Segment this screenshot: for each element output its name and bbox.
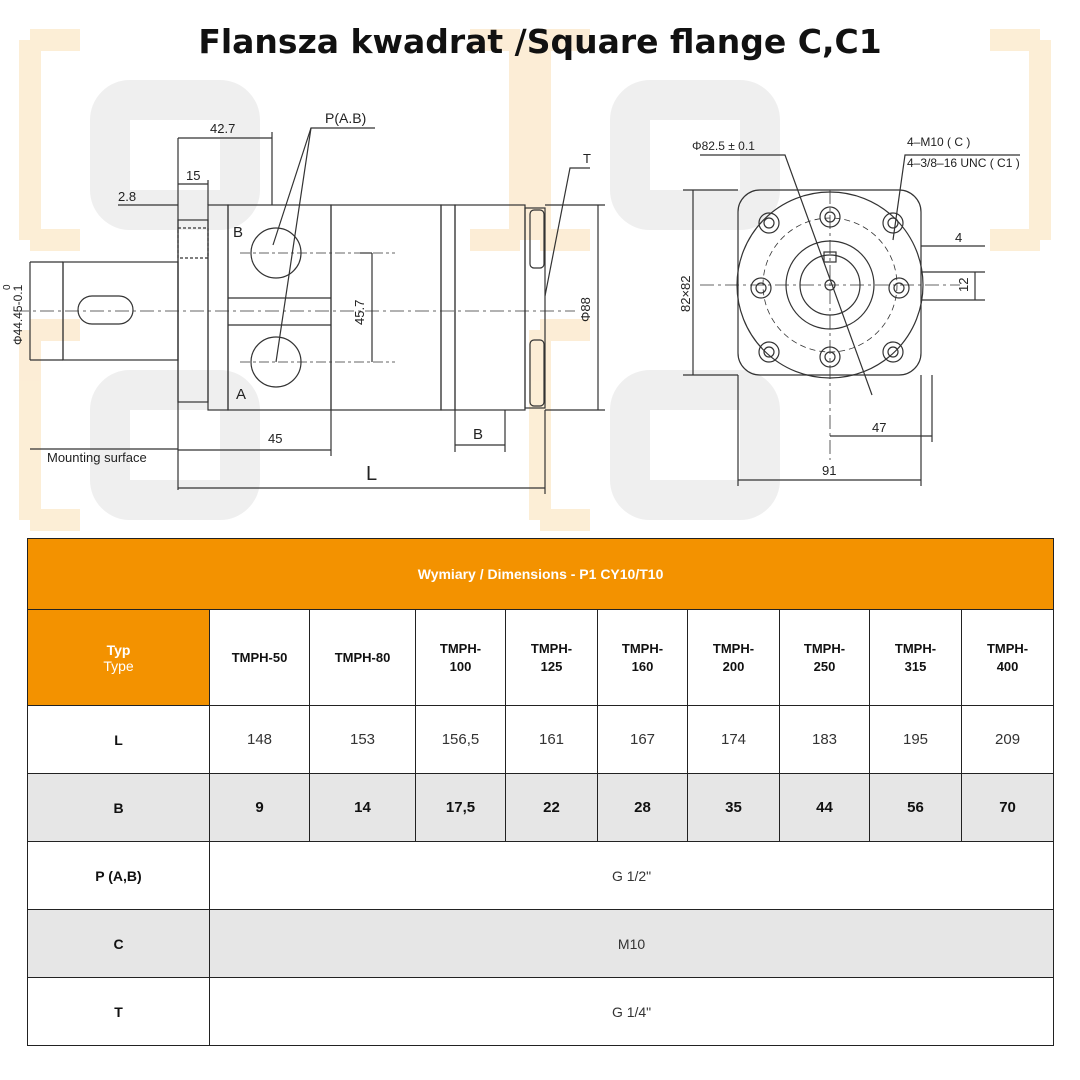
thread-c: 4–M10 ( C ) — [907, 135, 970, 149]
dim-82-5: Φ82.5 ± 0.1 — [692, 139, 755, 153]
model-header: TMPH-100 — [415, 609, 506, 706]
row-label: L — [27, 705, 210, 774]
dim-B: B — [473, 426, 483, 443]
dim-82x82: 82×82 — [678, 275, 693, 312]
type-label-en: Type — [103, 657, 134, 674]
table-cell: 17,5 — [415, 773, 506, 842]
dim-42-7: 42.7 — [210, 121, 235, 136]
table-row: C M10 — [27, 909, 1055, 978]
model-header: TMPH-50 — [209, 609, 310, 706]
model-header: TMPH-250 — [779, 609, 870, 706]
dimensions-table: Wymiary / Dimensions - P1 CY10/T10 Typ T… — [26, 538, 1055, 1046]
table-cell: 44 — [779, 773, 870, 842]
dim-91: 91 — [822, 463, 836, 478]
row-label: P (A,B) — [27, 841, 210, 910]
dim-15: 15 — [186, 168, 200, 183]
row-label: C — [27, 909, 210, 978]
table-cell: M10 — [208, 909, 1055, 978]
mounting-surface-label: Mounting surface — [47, 450, 147, 465]
table-row: P (A,B) G 1/2" — [27, 841, 1055, 910]
type-header-cell: Typ Type — [27, 609, 210, 706]
dim-12: 12 — [956, 278, 971, 292]
type-label-pl: Typ — [106, 641, 131, 658]
dim-88: Φ88 — [578, 297, 593, 322]
model-header: TMPH-160 — [597, 609, 688, 706]
table-cell: 56 — [869, 773, 962, 842]
port-label: P(A.B) — [325, 110, 366, 126]
table-cell: 28 — [597, 773, 688, 842]
dim-shaft: Φ44.45-0.1 — [11, 284, 25, 345]
port-A: A — [236, 386, 246, 403]
table-cell: 70 — [960, 773, 1055, 842]
table-cell: 35 — [687, 773, 780, 842]
table-cell: 174 — [687, 705, 780, 774]
dim-T: T — [583, 151, 591, 166]
model-header: TMPH-315 — [869, 609, 962, 706]
table-cell: 14 — [309, 773, 416, 842]
table-cell: G 1/2" — [208, 841, 1055, 910]
table-row: B 9 14 17,5 22 28 35 44 56 70 — [27, 773, 1055, 842]
table-cell: G 1/4" — [208, 977, 1055, 1046]
model-header: TMPH-125 — [505, 609, 598, 706]
model-header: TMPH-400 — [960, 609, 1055, 706]
dim-4: 4 — [955, 230, 962, 245]
model-header: TMPH-80 — [309, 609, 416, 706]
technical-drawing: 42.7 P(A.B) 15 2.8 T B A 0 Φ44.45-0.1 45… — [2, 110, 1020, 494]
dim-45-7: 45.7 — [352, 300, 367, 325]
dim-47: 47 — [872, 420, 886, 435]
table-cell: 209 — [960, 705, 1055, 774]
port-B: B — [233, 224, 243, 241]
dim-L: L — [366, 463, 377, 485]
table-cell: 183 — [779, 705, 870, 774]
table-cell: 161 — [505, 705, 598, 774]
dim-2-8: 2.8 — [118, 189, 136, 204]
table-cell: 156,5 — [415, 705, 506, 774]
model-header: TMPH-200 — [687, 609, 780, 706]
table-row: T G 1/4" — [27, 977, 1055, 1046]
table-cell: 22 — [505, 773, 598, 842]
table-header: Wymiary / Dimensions - P1 CY10/T10 — [26, 538, 1055, 610]
table-cell: 167 — [597, 705, 688, 774]
dim-shaft-upper: 0 — [2, 284, 13, 290]
table-row: L 148 153 156,5 161 167 174 183 195 209 — [27, 705, 1055, 774]
thread-c1: 4–3/8–16 UNC ( C1 ) — [907, 156, 1020, 170]
table-cell: 9 — [209, 773, 310, 842]
table-cell: 153 — [309, 705, 416, 774]
dim-45: 45 — [268, 431, 282, 446]
row-label: T — [27, 977, 210, 1046]
row-label: B — [27, 773, 210, 842]
table-cell: 195 — [869, 705, 962, 774]
page-title: Flansza kwadrat /Square flange C,C1 — [198, 22, 882, 61]
table-cell: 148 — [209, 705, 310, 774]
